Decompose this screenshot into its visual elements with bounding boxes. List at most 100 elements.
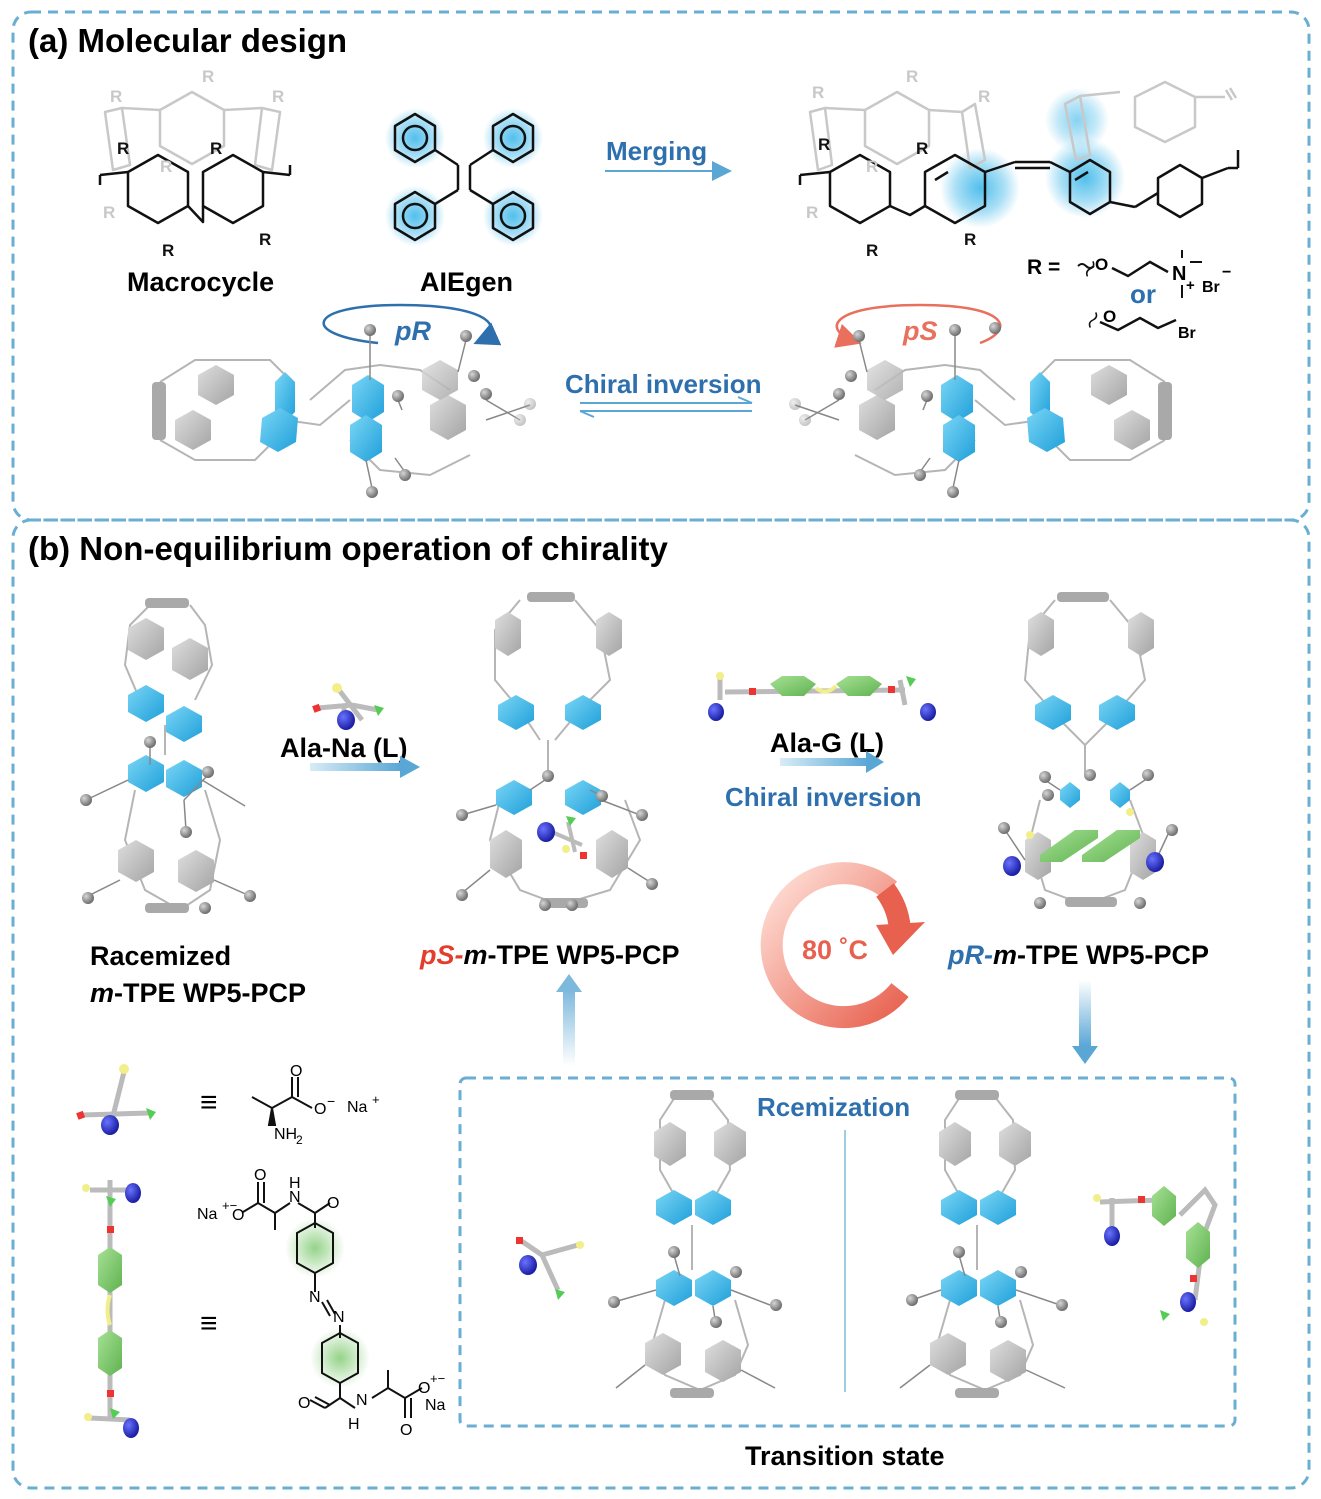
panel-a-title: (a) Molecular design (28, 22, 347, 59)
ps-m-tpe-label: pS-m-TPE WP5-PCP (419, 940, 680, 970)
ala-formula-o-minus: O (314, 1101, 326, 1118)
r-def-o-1: O (1095, 255, 1108, 274)
racemized-label-line2: m-TPE WP5-PCP (90, 978, 306, 1008)
r-def-or: or (1130, 279, 1156, 309)
merged-r-6: R (818, 135, 830, 154)
pr-m-tpe-3d-model (998, 592, 1178, 909)
ala-formula-minus: − (327, 1093, 335, 1109)
pr-m-tpe-label: pR-m-TPE WP5-PCP (947, 940, 1209, 970)
pr-rotation-arrow (322, 303, 502, 346)
azo-h-top: H (289, 1175, 301, 1192)
aiegen-label: AIEgen (420, 267, 513, 297)
ala-formula-plus: + (372, 1092, 380, 1107)
aiegen-structure (385, 108, 543, 246)
legend-equiv-1: ≡ (200, 1086, 218, 1119)
merged-r-3: R (978, 87, 990, 106)
merged-r-4: R (866, 157, 878, 176)
merging-label: Merging (606, 136, 707, 166)
macrocycle-r-1: R (202, 67, 214, 86)
racemization-label: Rcemization (757, 1092, 910, 1122)
racemized-m-italic: m (90, 978, 114, 1008)
azo-o-top-3: O (327, 1195, 339, 1212)
transition-right-3d-model (899, 1090, 1068, 1398)
macrocycle-r-5: R (103, 203, 115, 222)
azo-o-top-2: O (254, 1167, 266, 1184)
ala-na-molecule-model (312, 683, 384, 730)
r-def-br-charge: − (1222, 264, 1231, 281)
merged-r-9: R (964, 230, 976, 249)
temperature-label: 80 ˚C (802, 935, 868, 965)
azo-n-2: N (333, 1309, 345, 1326)
pr-3d-model (152, 324, 536, 498)
azobenzene-dialanine-formula (242, 1182, 423, 1418)
merged-r-7: R (916, 139, 928, 158)
azo-o-bottom-1: O (298, 1395, 310, 1412)
ala-g-arrow (780, 758, 868, 766)
r-group-definition (1077, 250, 1202, 332)
ala-g-label: Ala-G (L) (770, 728, 884, 758)
merged-r-2: R (812, 83, 824, 102)
azo-o-bottom-3: O (400, 1422, 412, 1439)
transition-ala-g-model (1093, 1186, 1218, 1326)
panel-b-frame (11, 518, 1311, 1490)
transition-left-3d-model (608, 1090, 782, 1398)
ala-formula-sub2: 2 (296, 1133, 303, 1147)
ala-g-molecule-model (708, 672, 936, 721)
pr-rest: -TPE WP5-PCP (1017, 940, 1209, 970)
macrocycle-structure (98, 90, 292, 225)
azo-n-top: N (289, 1189, 301, 1206)
merged-r-5: R (806, 203, 818, 222)
macrocycle-r-9: R (259, 230, 271, 249)
azo-na-top: Na (197, 1206, 218, 1223)
panel-b-title: (b) Non-equilibrium operation of chirali… (28, 530, 668, 567)
merged-r-1: R (906, 67, 918, 86)
r-def-prefix: R = (1027, 256, 1060, 279)
equilibrium-arrow-back-head (579, 410, 595, 418)
macrocycle-r-7: R (210, 139, 222, 158)
azo-n-bottom: N (356, 1392, 368, 1409)
transition-state-frame (458, 1076, 1237, 1428)
racemized-3d-model (80, 598, 256, 914)
r-def-br-1: Br (1202, 279, 1220, 296)
ala-formula-na: Na (347, 1099, 368, 1116)
macrocycle-r-8: R (162, 241, 174, 260)
transition-state-label: Transition state (745, 1441, 945, 1471)
r-def-n-charge: + (1186, 277, 1195, 294)
merged-structure (798, 80, 1240, 228)
up-arrow-to-ps-head (556, 974, 582, 992)
macrocycle-r-2: R (110, 87, 122, 106)
macrocycle-r-4: R (160, 157, 172, 176)
r-def-o-2: O (1103, 307, 1116, 326)
legend-equiv-2: ≡ (200, 1307, 218, 1340)
pr-prefix: pR- (947, 940, 993, 970)
ps-rest: -TPE WP5-PCP (488, 940, 680, 970)
down-arrow-from-pr (1079, 980, 1091, 1046)
chiral-inversion-label-a: Chiral inversion (565, 369, 762, 399)
macrocycle-r-3: R (272, 87, 284, 106)
ala-na-arrow (310, 763, 400, 771)
heating-cycle-arrow (760, 862, 925, 1029)
azo-charge-bottom: +− (430, 1371, 445, 1386)
chiral-inversion-label-b: Chiral inversion (725, 782, 922, 812)
azo-o-bottom-2: O (418, 1380, 430, 1397)
azo-h-bottom: H (348, 1416, 360, 1433)
r-def-br-2: Br (1178, 325, 1196, 342)
azo-na-bottom: Na (425, 1397, 446, 1414)
merged-r-8: R (866, 241, 878, 260)
legend-ala-g-model (82, 1180, 141, 1438)
equilibrium-arrow-forward-head (737, 396, 753, 404)
ala-formula-o-top: O (290, 1063, 302, 1080)
racemized-label-line1: Racemized (90, 941, 231, 971)
ps-label: pS (902, 316, 938, 346)
macrocycle-r-6: R (117, 139, 129, 158)
ala-g-arrow-head (866, 751, 884, 773)
ps-m-tpe-3d-model (456, 592, 658, 911)
ala-na-label: Ala-Na (L) (280, 733, 408, 763)
pr-label: pR (394, 316, 431, 346)
azo-n-1: N (309, 1289, 321, 1306)
panel-a-frame (11, 10, 1311, 522)
azo-o-top-1: O (232, 1207, 244, 1224)
transition-ala-na-model (516, 1237, 584, 1300)
macrocycle-label: Macrocycle (127, 267, 274, 297)
ps-m: m (464, 940, 488, 970)
